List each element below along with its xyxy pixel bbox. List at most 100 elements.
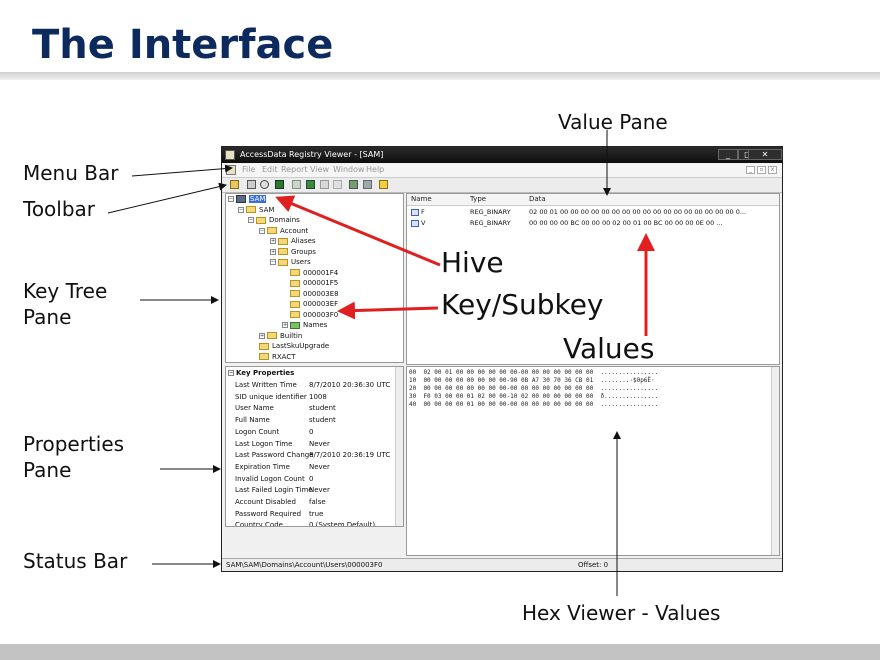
- property-name: Last Password Change: [235, 451, 314, 460]
- collapse-icon[interactable]: −: [228, 370, 234, 376]
- export-icon[interactable]: [275, 180, 284, 189]
- collapse-icon[interactable]: −: [259, 227, 265, 234]
- column-header-type[interactable]: Type: [470, 195, 487, 203]
- print-icon[interactable]: [247, 180, 256, 189]
- hex-row: 00 02 00 01 00 00 00 00 00 00-00 00 00 0…: [409, 369, 659, 376]
- folder-icon: [290, 269, 300, 276]
- minimize-button[interactable]: _: [718, 149, 738, 160]
- expand-icon[interactable]: +: [270, 248, 276, 255]
- mdi-doc-icon: [226, 165, 236, 175]
- expand-icon[interactable]: +: [259, 332, 265, 339]
- tree-node-groups[interactable]: +Groups: [270, 247, 316, 256]
- folder-icon: [290, 321, 300, 329]
- grid-icon[interactable]: [333, 180, 342, 189]
- report-icon[interactable]: [306, 180, 315, 189]
- tree-node-names[interactable]: +Names: [282, 321, 328, 329]
- folder-icon: [267, 332, 277, 339]
- hex-row: 20 00 00 00 00 00 00 00 00-00 00 00 00 0…: [409, 385, 659, 392]
- value-row[interactable]: F: [411, 207, 425, 217]
- tree-node-lastskuupgrade[interactable]: LastSkuUpgrade: [259, 341, 329, 351]
- mdi-restore-button[interactable]: ▫: [757, 166, 766, 174]
- tree-node-domains[interactable]: −Domains: [248, 216, 300, 224]
- tree-node-rxact[interactable]: RXACT: [259, 352, 296, 362]
- column-header-data[interactable]: Data: [529, 195, 546, 203]
- mdi-minimize-button[interactable]: _: [746, 166, 755, 174]
- column-header-name[interactable]: Name: [411, 195, 432, 203]
- tree-node-000001f4[interactable]: 000001F4: [290, 268, 338, 278]
- forward-icon[interactable]: [363, 180, 372, 189]
- close-button[interactable]: ✕: [748, 149, 782, 160]
- open-icon[interactable]: [230, 180, 239, 189]
- properties-icon[interactable]: [320, 180, 329, 189]
- expand-icon[interactable]: +: [270, 238, 276, 244]
- tree-node-account[interactable]: −Account: [259, 226, 309, 235]
- expand-icon[interactable]: +: [282, 322, 288, 328]
- menu-report[interactable]: Report: [281, 165, 308, 174]
- tree-node-hive[interactable]: −SAM: [228, 195, 267, 203]
- property-value: false: [309, 498, 326, 506]
- property-name: Country Code: [235, 521, 283, 527]
- mdi-close-button[interactable]: x: [768, 166, 777, 174]
- nav-icon[interactable]: [292, 180, 301, 189]
- collapse-icon[interactable]: −: [238, 206, 244, 213]
- property-name: User Name: [235, 404, 274, 413]
- property-name: SID unique identifier: [235, 392, 307, 401]
- value-data: 02 00 01 00 00 00 00 00 00 00 00 00 00 0…: [529, 208, 747, 216]
- properties-header[interactable]: −Key Properties: [228, 369, 295, 377]
- label-hex-viewer: Hex Viewer - Values: [522, 601, 721, 625]
- status-path: SAM\SAM\Domains\Account\Users\000003F0: [226, 561, 383, 569]
- property-value: 1008: [309, 392, 327, 401]
- label-values: Values: [563, 332, 655, 365]
- hex-scrollbar[interactable]: [771, 367, 779, 555]
- label-properties-pane: Properties Pane: [23, 432, 125, 482]
- menu-help[interactable]: Help: [366, 165, 385, 174]
- property-name: Logon Count: [235, 427, 280, 436]
- tree-node-000001f5[interactable]: 000001F5: [290, 278, 338, 288]
- tree-node-users[interactable]: −Users: [270, 258, 311, 266]
- tree-node-000003ef[interactable]: 000003EF: [290, 299, 338, 309]
- help-icon[interactable]: [379, 180, 388, 189]
- property-value: student: [309, 404, 336, 413]
- property-row[interactable]: User Name student: [226, 403, 394, 415]
- value-type: REG_BINARY: [470, 219, 511, 227]
- slide-footer-bar: [0, 644, 880, 660]
- back-icon[interactable]: [349, 180, 358, 189]
- property-name: Password Required: [235, 509, 302, 518]
- slide-title: The Interface: [32, 22, 334, 68]
- properties-scrollbar[interactable]: [395, 367, 403, 526]
- key-tree-pane: −SAM −SAM −Domains −Account +Aliases +Gr…: [225, 193, 404, 363]
- tree-node-sam[interactable]: −SAM: [238, 205, 275, 214]
- folder-icon: [290, 279, 300, 287]
- menu-window[interactable]: Window: [333, 165, 365, 174]
- tree-node-aliases[interactable]: +Aliases: [270, 237, 316, 245]
- label-key-tree-pane: Key Tree Pane: [23, 279, 108, 329]
- value-row[interactable]: V: [411, 218, 425, 228]
- property-value: student: [309, 416, 336, 425]
- label-hive: Hive: [441, 246, 504, 279]
- find-icon[interactable]: [260, 180, 269, 189]
- folder-icon: [246, 206, 256, 213]
- menu-view[interactable]: View: [310, 165, 329, 174]
- menu-file[interactable]: File: [242, 165, 256, 174]
- collapse-icon[interactable]: −: [228, 196, 234, 202]
- tree-node-000003f0[interactable]: 000003F0: [290, 310, 338, 320]
- menu-edit[interactable]: Edit: [262, 165, 278, 174]
- tree-node-builtin[interactable]: +Builtin: [259, 331, 303, 340]
- collapse-icon[interactable]: −: [248, 217, 254, 223]
- folder-icon: [290, 311, 300, 318]
- tree-node-000003e8[interactable]: 000003E8: [290, 289, 339, 299]
- collapse-icon[interactable]: −: [270, 259, 276, 265]
- property-value: 0: [309, 474, 314, 483]
